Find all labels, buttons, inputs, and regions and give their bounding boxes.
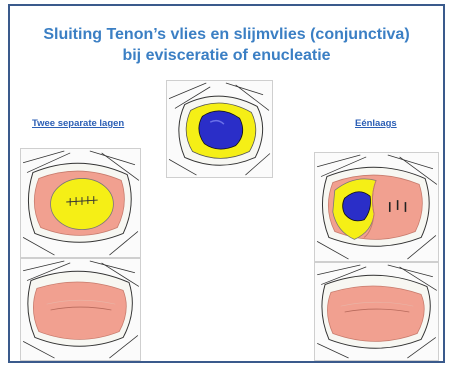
label-two-layers: Twee separate lagen	[32, 118, 124, 129]
title-line-2: bij evisceratie of enucleatie	[10, 45, 443, 66]
illustration-conjunctiva-closed-right	[314, 262, 439, 361]
label-single-layer: Eénlaags	[355, 118, 397, 129]
illustration-conjunctiva-closed-left	[20, 258, 141, 361]
slide-title: Sluiting Tenon’s vlies en slijmvlies (co…	[10, 24, 443, 66]
slide: Sluiting Tenon’s vlies en slijmvlies (co…	[8, 4, 445, 363]
illustration-single-layer-closure	[314, 152, 439, 262]
illustration-exposed-implant	[166, 80, 273, 178]
illustration-tenon-sutured	[20, 148, 141, 258]
title-line-1: Sluiting Tenon’s vlies en slijmvlies (co…	[10, 24, 443, 45]
